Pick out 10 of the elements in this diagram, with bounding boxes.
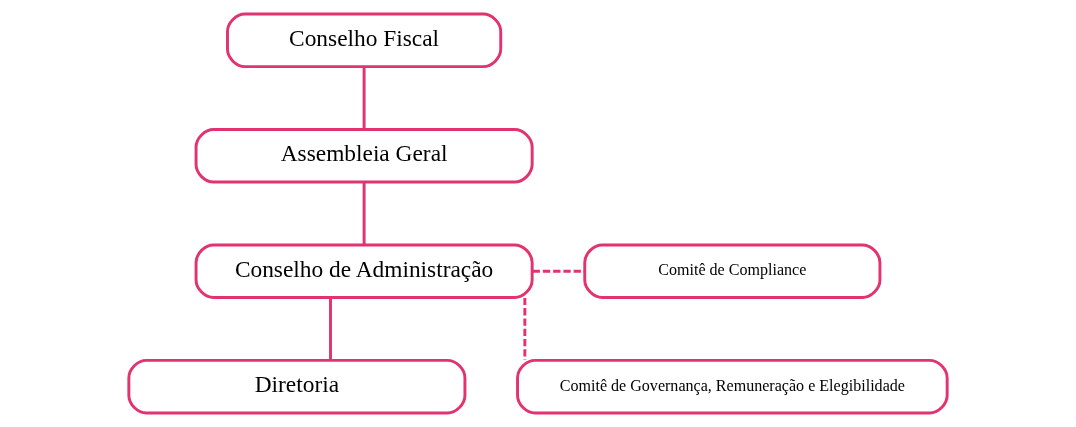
connector (523, 298, 527, 361)
node-box: Conselho Fiscal (226, 12, 503, 69)
node-box: Comitê de Governança, Remuneração e Elegibilidade (516, 358, 949, 415)
connector (362, 182, 366, 245)
connector (329, 298, 332, 361)
node-box: Diretoria (127, 358, 467, 415)
connector (362, 67, 366, 130)
node-box: Assembleia Geral (194, 128, 534, 184)
node-box: Conselho de Administração (194, 243, 534, 299)
node-box: Comitê de Compliance (583, 243, 882, 299)
